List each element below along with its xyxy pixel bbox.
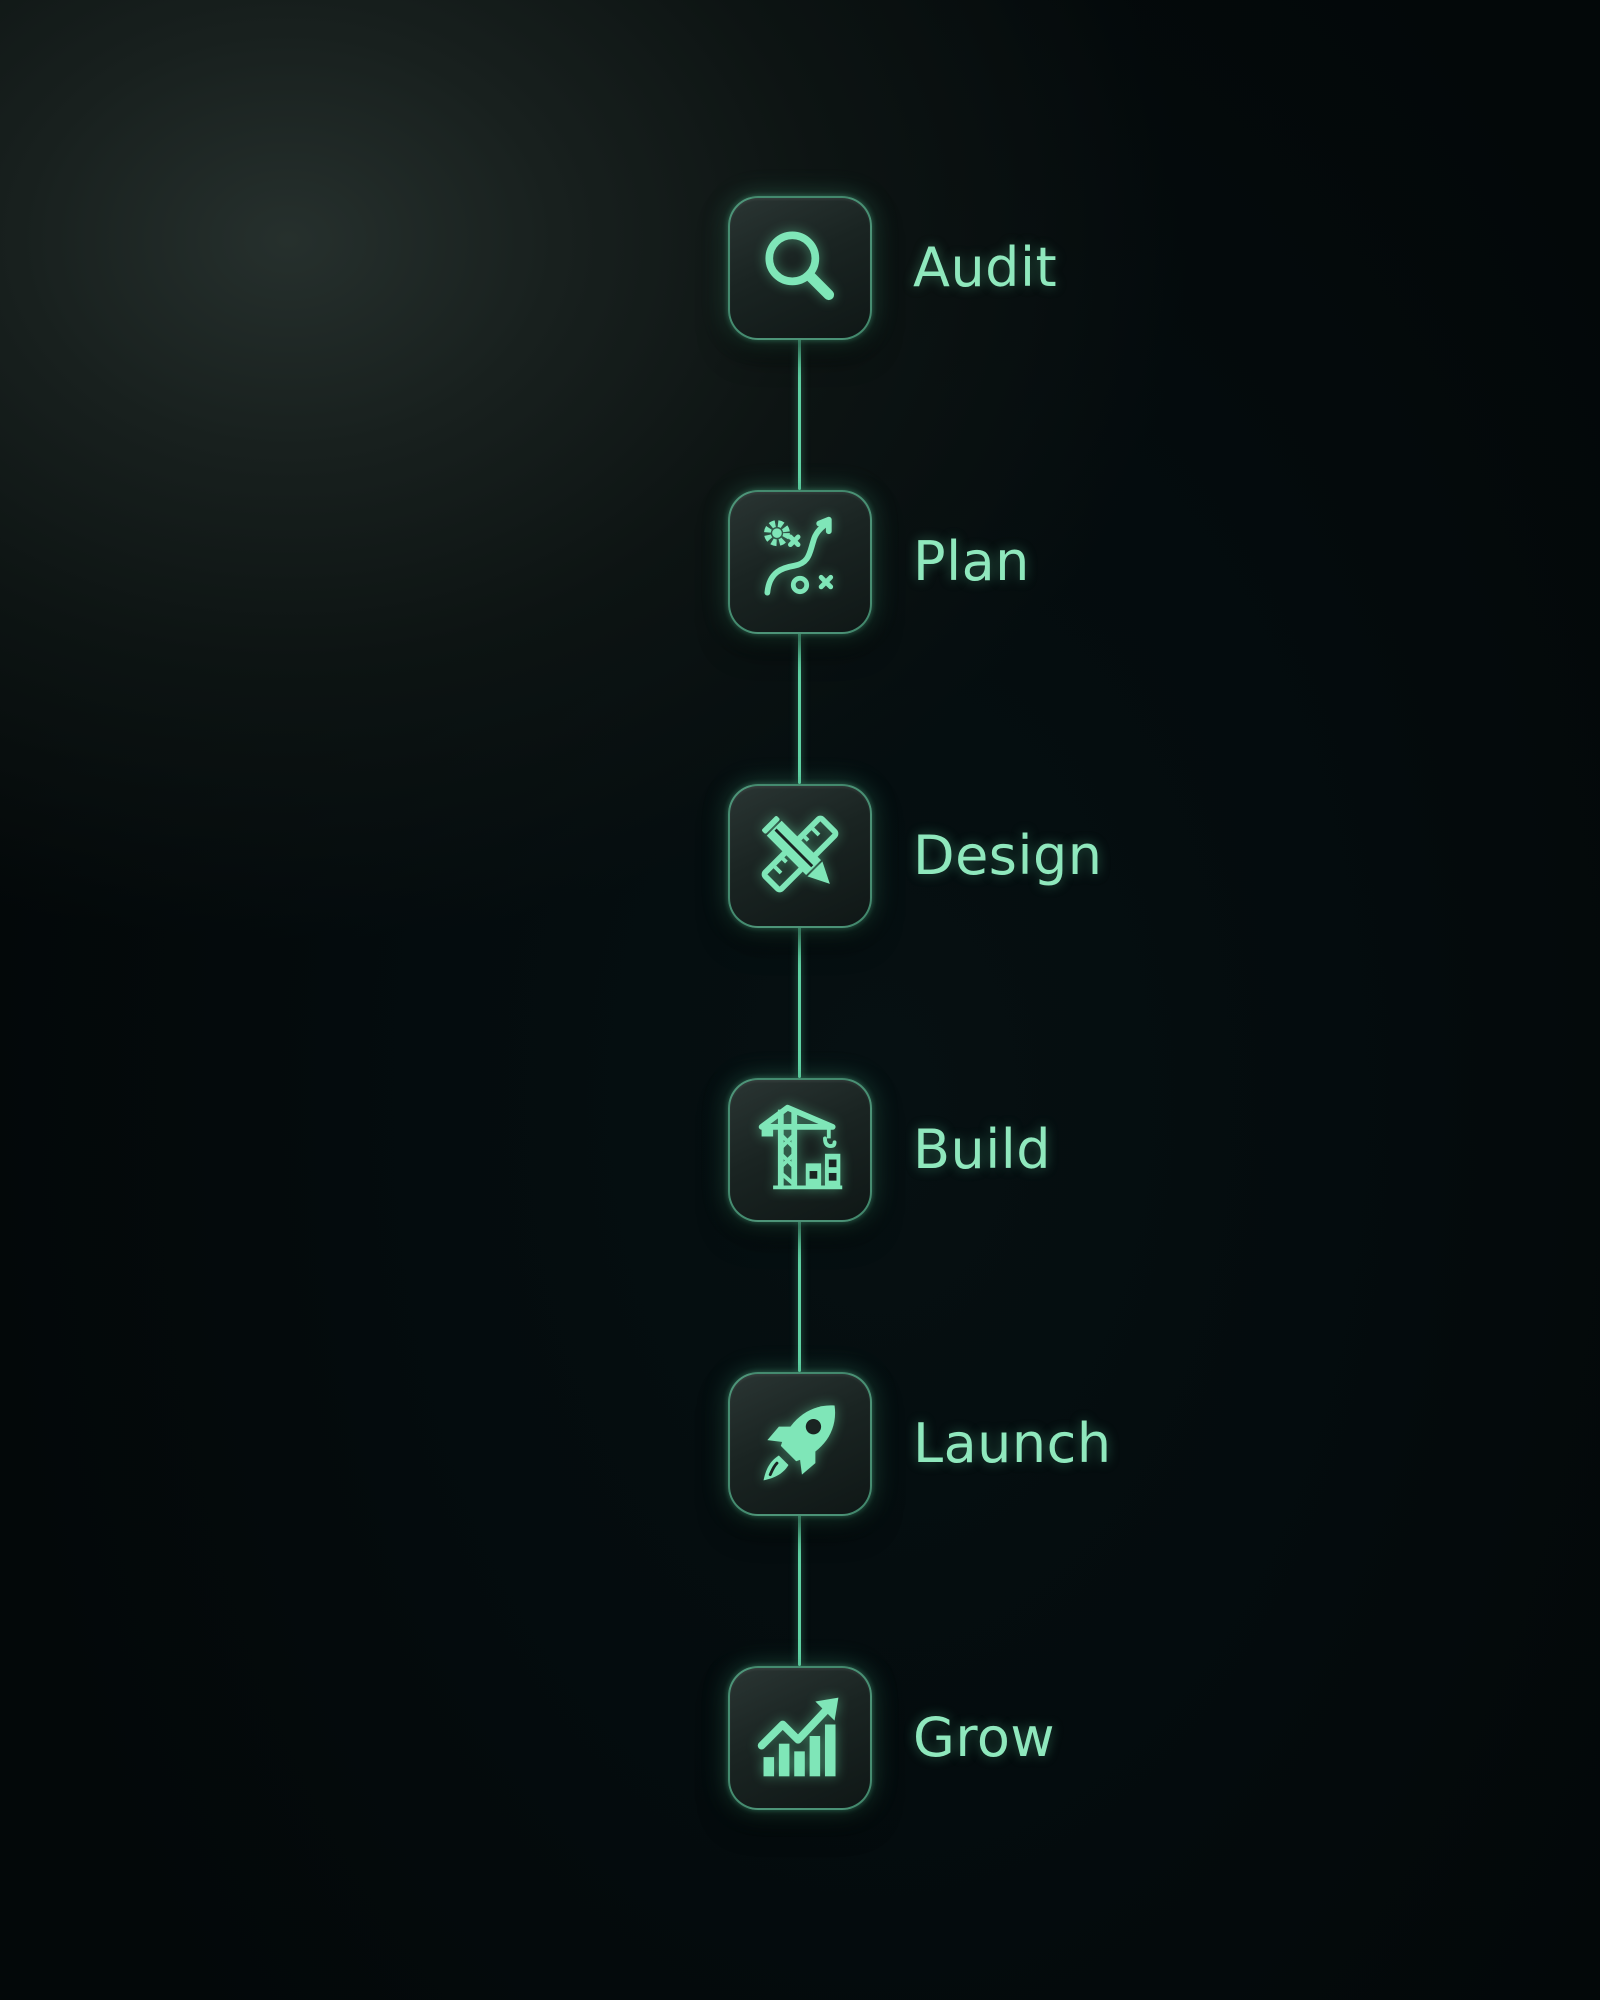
strategy-plan-icon <box>752 512 848 612</box>
step-label: Audit <box>913 236 1058 299</box>
step-plan: Plan <box>0 490 1600 636</box>
step-label: Grow <box>913 1706 1056 1769</box>
connector-line <box>798 1514 801 1666</box>
magnifying-glass-icon <box>752 218 848 318</box>
rocket-icon <box>752 1394 848 1494</box>
step-tile <box>728 196 872 340</box>
connector-line <box>798 926 801 1078</box>
step-design: Design <box>0 784 1600 930</box>
connector-line <box>798 1220 801 1372</box>
step-audit: Audit <box>0 196 1600 342</box>
step-tile <box>728 490 872 634</box>
step-build: Build <box>0 1078 1600 1224</box>
step-tile <box>728 1078 872 1222</box>
step-tile <box>728 1666 872 1810</box>
step-label: Build <box>913 1118 1052 1181</box>
step-label: Design <box>913 824 1103 887</box>
connector-line <box>798 338 801 490</box>
step-launch: Launch <box>0 1372 1600 1518</box>
connector-line <box>798 632 801 784</box>
step-label: Plan <box>913 530 1030 593</box>
growth-chart-icon <box>752 1688 848 1788</box>
step-tile <box>728 1372 872 1516</box>
construction-crane-icon <box>752 1100 848 1200</box>
step-label: Launch <box>913 1412 1112 1475</box>
pencil-ruler-icon <box>752 806 848 906</box>
step-tile <box>728 784 872 928</box>
step-grow: Grow <box>0 1666 1600 1812</box>
